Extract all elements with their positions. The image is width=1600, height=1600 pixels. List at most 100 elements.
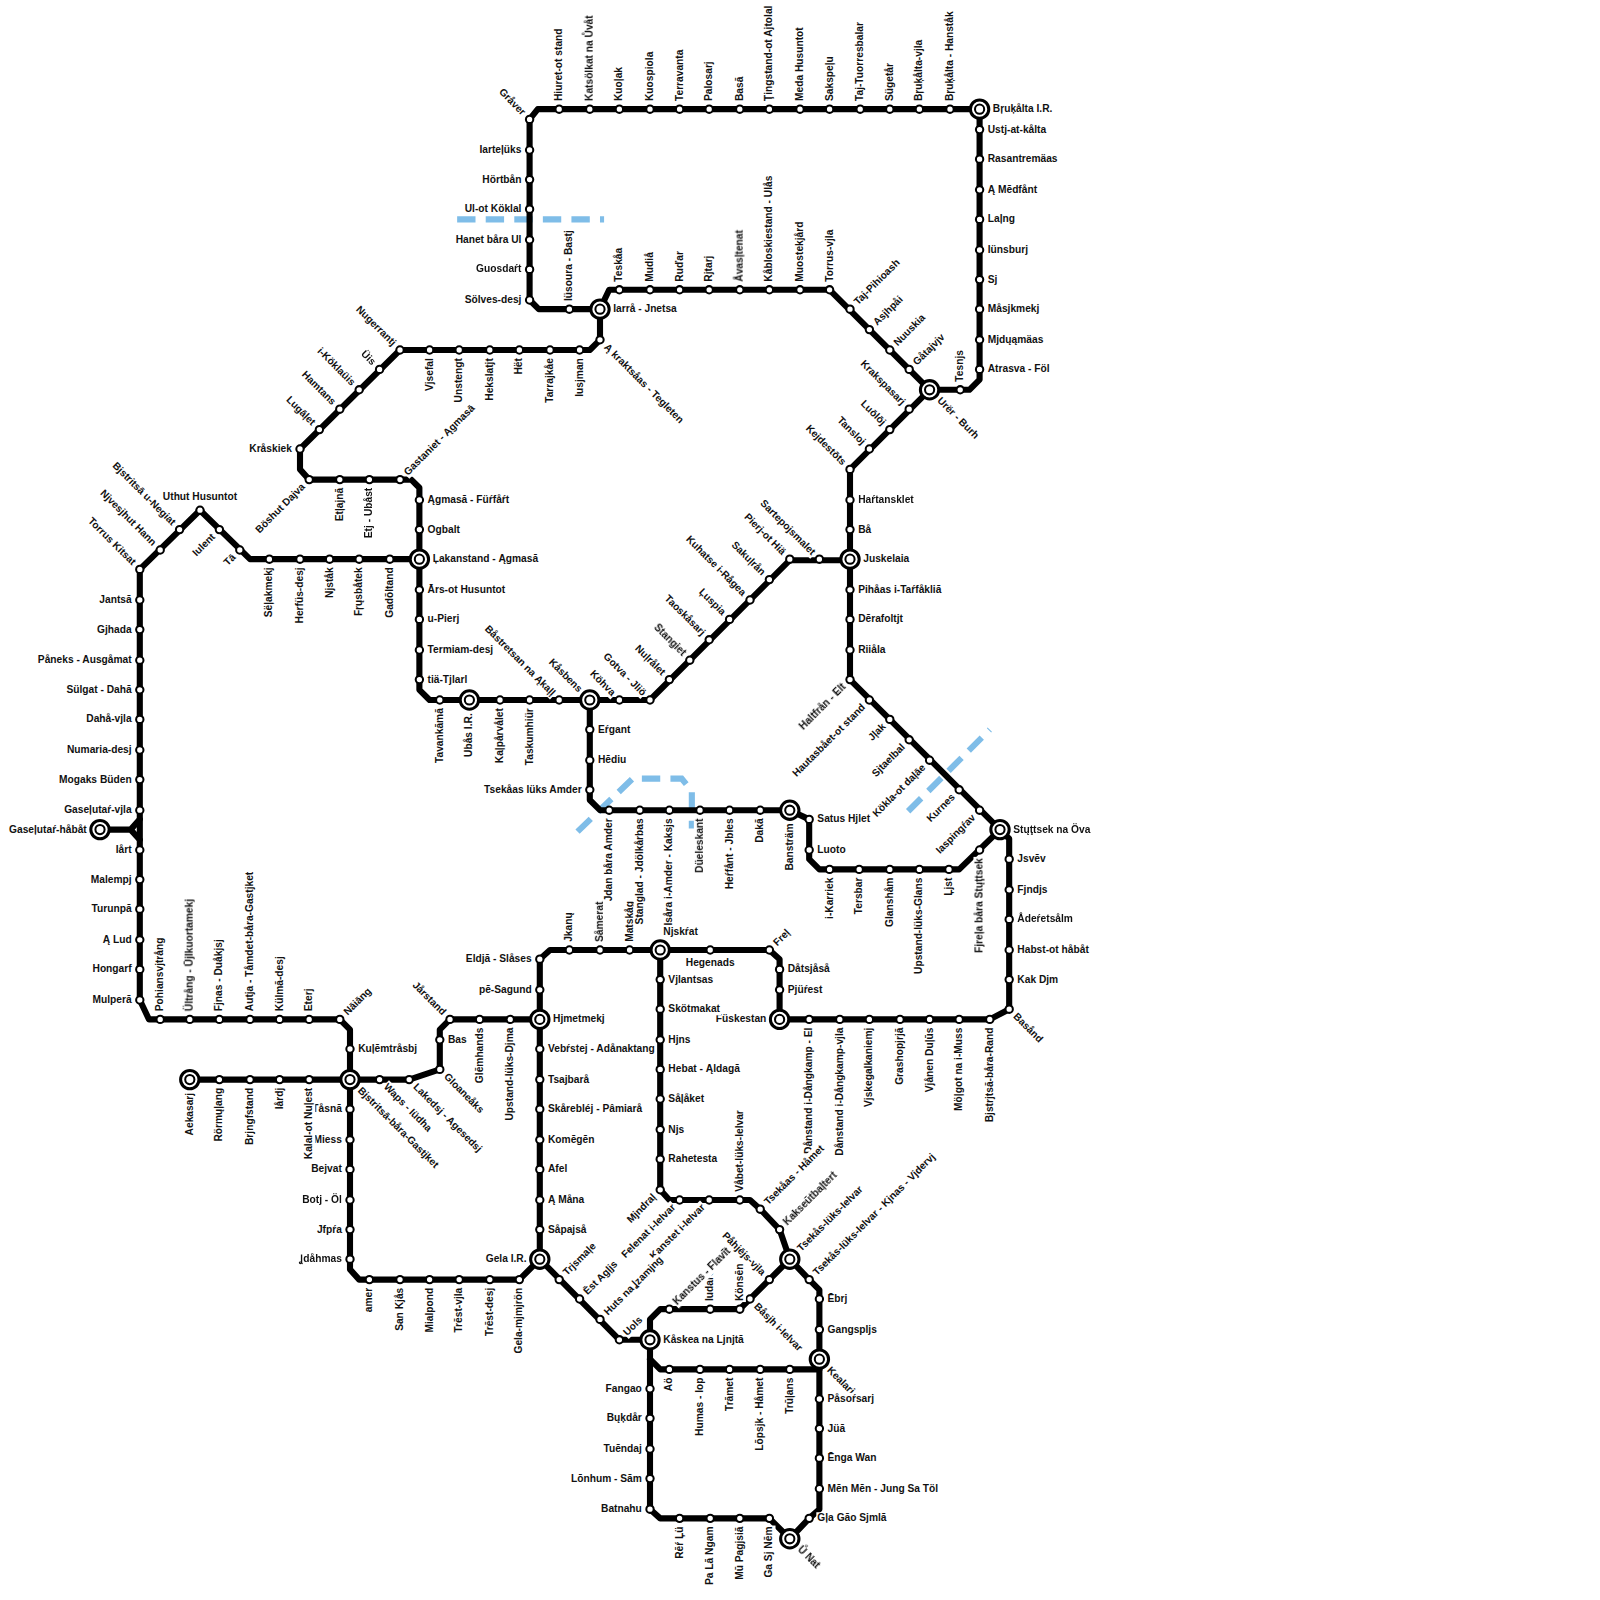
station-dot — [657, 1036, 664, 1043]
station-name: Külmā-desj — [273, 955, 285, 1012]
station-dot — [586, 106, 593, 113]
station-dot — [216, 1016, 223, 1023]
station-name: Trūļans — [784, 1377, 796, 1415]
station-dot — [657, 1006, 664, 1013]
interchange-station-inner — [465, 695, 474, 704]
station-name: Eŕgant — [597, 723, 631, 735]
station-name: Rjtarj — [703, 255, 715, 283]
station-name: Isåra i-Amder - Kaksjs — [663, 817, 675, 926]
station-name: Kuoļak — [613, 66, 625, 102]
station-dot — [666, 807, 673, 814]
station-name: Haŕtansklet — [857, 494, 915, 506]
interchange-station-inner — [535, 1015, 544, 1024]
station-name: Såpajså — [547, 1223, 588, 1235]
station-name: Kaļpårvålet — [494, 707, 506, 764]
station-dot — [346, 1256, 353, 1263]
station-dot — [346, 1226, 353, 1233]
station-dot — [806, 1016, 813, 1023]
station-name: Ul-ot Köklal — [464, 203, 523, 215]
station-dot — [346, 1166, 353, 1173]
station-name: Tavankāmā — [434, 707, 446, 764]
station-dot — [526, 116, 533, 123]
station-name: Hongarf — [91, 963, 132, 975]
station-name: Kuļēmtråsbj — [357, 1043, 418, 1055]
station-name: Ţingstand-ot Ajtolal — [763, 5, 775, 102]
interchange-station — [591, 300, 609, 318]
station-dot — [666, 1306, 673, 1313]
station-dot — [526, 146, 533, 153]
station-name: Ēbrj — [827, 1293, 849, 1305]
interchange-station — [810, 1350, 828, 1368]
station-dot — [816, 1425, 823, 1432]
station-name: Gaseļutaŕ-håbåt — [8, 823, 88, 835]
station-name: Sakuļrån — [728, 538, 769, 579]
station-dot — [866, 326, 873, 333]
station-dot — [136, 807, 143, 814]
station-name: Atrasva - Föl — [987, 363, 1051, 375]
station-name: Eldjā - Slåses — [465, 953, 533, 965]
station-dot — [416, 496, 423, 503]
station-name: Rēŕ Ļü — [673, 1526, 685, 1560]
station-name: Grashopjrjā — [894, 1027, 906, 1086]
station-name: Ą Mēdfånt — [987, 184, 1038, 196]
station-dot — [586, 757, 593, 764]
station-dot — [976, 186, 983, 193]
station-dot — [736, 1196, 743, 1203]
station-name: Ültrång - Ūjlkuortamekj — [184, 898, 196, 1012]
station-name: Fŗųsbåtek — [353, 566, 365, 617]
station-name: Hebat - Ąldagā — [667, 1063, 740, 1075]
station-name: Bŗuķålta-vjla — [913, 39, 925, 102]
station-dot — [886, 346, 893, 353]
station-dot — [766, 106, 773, 113]
station-dot — [436, 1036, 443, 1043]
station-dot — [606, 807, 613, 814]
station-dot — [586, 726, 593, 733]
station-name: Terravanta — [673, 49, 685, 102]
station-dot — [957, 386, 964, 393]
station-dot — [826, 286, 833, 293]
station-name: Aö — [663, 1377, 675, 1393]
station-dot — [796, 286, 803, 293]
station-dot — [1006, 856, 1013, 863]
station-dot — [707, 1306, 714, 1313]
station-dot — [436, 696, 443, 703]
station-name: Gjhada — [96, 623, 133, 635]
interchange-station — [91, 820, 109, 838]
station-name: Humas - Iop — [694, 1377, 706, 1437]
station-dot — [846, 526, 853, 533]
station-dot — [786, 556, 793, 563]
station-dot — [976, 846, 983, 853]
station-dot — [136, 936, 143, 943]
station-dot — [766, 576, 773, 583]
station-dot — [1006, 976, 1013, 983]
station-dot — [646, 1385, 653, 1392]
interchange-station-inner — [785, 1534, 794, 1543]
station-name: Sjtaelbal — [869, 741, 909, 781]
station-dot — [346, 1045, 353, 1052]
station-name: Nugerrantj — [353, 303, 400, 350]
station-dot — [536, 1226, 543, 1233]
station-name: Teskåa — [613, 247, 625, 283]
interchange-station — [770, 1010, 788, 1028]
station-name: Iusjman — [573, 357, 585, 398]
station-name: Ą Måna — [547, 1194, 585, 1206]
station-dot — [136, 996, 143, 1003]
station-dot — [596, 1316, 603, 1323]
station-dot — [846, 646, 853, 653]
interchange-station-inner — [645, 1335, 654, 1344]
station-name: Jsvēv — [1016, 853, 1046, 865]
station-dot — [657, 1186, 664, 1193]
station-dot — [496, 696, 503, 703]
station-name: Jdan båra Amder — [603, 817, 615, 902]
station-name: Gråver — [495, 85, 528, 118]
station-name: Tesnjs — [954, 349, 966, 383]
station-name: Lugāļet — [283, 393, 319, 429]
station-name: Kanstus - Flavīt — [670, 1245, 734, 1309]
station-dot — [836, 1016, 843, 1023]
station-dot — [706, 286, 713, 293]
station-name: Fjreļa båra Stųţtsek — [973, 857, 985, 954]
station-dot — [816, 1395, 823, 1402]
station-name: Jantsā — [98, 594, 132, 606]
station-dot — [866, 1016, 873, 1023]
station-name: Gļa Gāo Sjmlā — [816, 1512, 887, 1524]
